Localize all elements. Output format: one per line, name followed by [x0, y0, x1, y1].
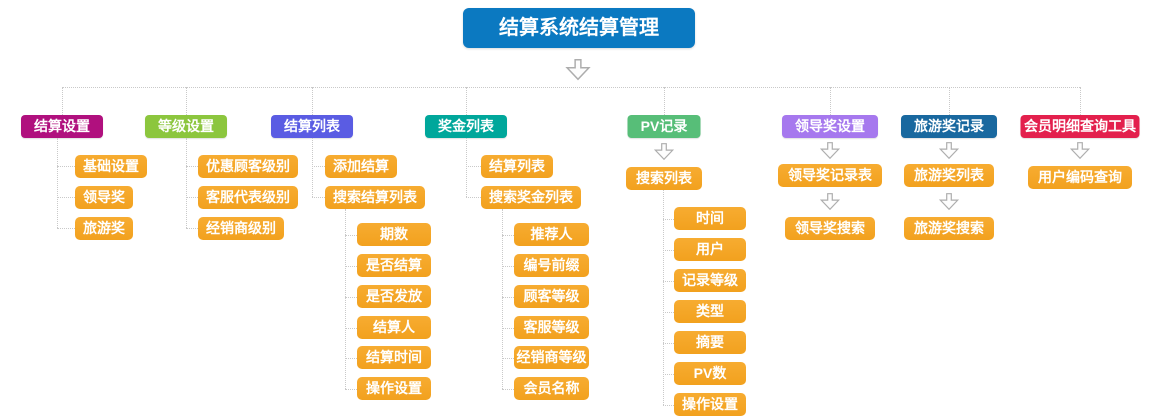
tree-node: 会员名称 — [514, 377, 589, 400]
connector — [186, 166, 198, 167]
connector — [345, 297, 357, 298]
tree-node: 领导奖 — [75, 186, 133, 209]
connector — [345, 266, 357, 267]
connector — [57, 197, 75, 198]
tree-node: 顾客等级 — [514, 285, 589, 308]
tree-node: 客服等级 — [514, 316, 589, 339]
connector — [345, 358, 357, 359]
connector — [312, 138, 313, 197]
connector — [312, 87, 313, 115]
connector — [502, 235, 514, 236]
connector — [502, 266, 514, 267]
node-bonus-list: 奖金列表 — [425, 115, 507, 138]
node-level-settings: 等级设置 — [145, 115, 227, 138]
connector — [62, 87, 63, 115]
tree-node: PV数 — [674, 362, 746, 385]
down-arrow-icon — [938, 193, 960, 211]
tree-node: 搜索奖金列表 — [481, 186, 581, 209]
node-search-list: 搜索列表 — [626, 167, 702, 190]
connector — [186, 87, 187, 115]
tree-node: 推荐人 — [514, 223, 589, 246]
down-arrow-icon — [565, 58, 591, 81]
tree-node: 基础设置 — [75, 155, 147, 178]
tree-node: 操作设置 — [357, 377, 431, 400]
connector — [663, 374, 674, 375]
connector — [502, 328, 514, 329]
tree-node: 旅游奖 — [75, 217, 133, 240]
connector — [830, 87, 831, 115]
connector — [345, 209, 346, 389]
flow-node: 旅游奖搜索 — [904, 217, 994, 240]
connector — [664, 87, 665, 115]
tree-node: 是否发放 — [357, 285, 431, 308]
connector — [502, 209, 503, 389]
tree-node: 添加结算 — [325, 155, 397, 178]
tree-node: 时间 — [674, 207, 746, 230]
node-leader-award-settings: 领导奖设置 — [782, 115, 878, 138]
connector — [949, 87, 950, 115]
connector — [466, 87, 467, 115]
connector — [663, 190, 664, 405]
connector — [502, 297, 514, 298]
connector — [186, 138, 187, 228]
down-arrow-icon — [819, 193, 841, 211]
connector — [312, 166, 325, 167]
tree-node: 用户 — [674, 238, 746, 261]
node-travel-award-record: 旅游奖记录 — [901, 115, 997, 138]
tree-node: 操作设置 — [674, 393, 746, 416]
tree-node: 记录等级 — [674, 269, 746, 292]
connector — [62, 87, 1080, 88]
flow-node: 领导奖记录表 — [778, 164, 882, 187]
down-arrow-icon — [819, 142, 841, 160]
tree-node: 期数 — [357, 223, 431, 246]
tree-node: 结算列表 — [481, 155, 553, 178]
connector — [663, 343, 674, 344]
connector — [345, 328, 357, 329]
node-member-detail-query-tool: 会员明细查询工具 — [1020, 115, 1140, 138]
connector — [663, 312, 674, 313]
node-settlement-list: 结算列表 — [271, 115, 353, 138]
tree-node: 摘要 — [674, 331, 746, 354]
connector — [502, 389, 514, 390]
down-arrow-icon — [938, 142, 960, 160]
connector — [57, 166, 75, 167]
connector — [466, 197, 481, 198]
connector — [663, 219, 674, 220]
connector — [466, 166, 481, 167]
connector — [663, 405, 674, 406]
tree-node: 编号前缀 — [514, 254, 589, 277]
connector — [345, 389, 357, 390]
tree-node: 结算人 — [357, 316, 431, 339]
connector — [57, 138, 58, 228]
tree-node: 类型 — [674, 300, 746, 323]
tree-node: 是否结算 — [357, 254, 431, 277]
connector — [186, 228, 198, 229]
down-arrow-icon — [1069, 142, 1091, 160]
tree-node: 经销商等级 — [514, 346, 589, 369]
root-node-title: 结算系统结算管理 — [463, 8, 695, 48]
connector — [186, 197, 198, 198]
tree-node: 优惠顾客级别 — [198, 155, 298, 178]
node-settlement-settings: 结算设置 — [21, 115, 103, 138]
tree-node: 搜索结算列表 — [325, 186, 425, 209]
connector — [57, 228, 75, 229]
connector — [1080, 87, 1081, 115]
down-arrow-icon — [653, 143, 675, 161]
connector — [312, 197, 325, 198]
connector — [502, 358, 514, 359]
connector — [663, 250, 674, 251]
tree-node: 结算时间 — [357, 346, 431, 369]
connector — [345, 235, 357, 236]
flow-node: 旅游奖列表 — [904, 164, 994, 187]
connector — [466, 138, 467, 197]
flow-node: 用户编码查询 — [1028, 166, 1132, 189]
connector — [663, 281, 674, 282]
flow-node: 领导奖搜索 — [785, 217, 875, 240]
node-pv-record: PV记录 — [627, 115, 701, 138]
tree-node: 客服代表级别 — [198, 186, 298, 209]
tree-node: 经销商级别 — [198, 217, 284, 240]
